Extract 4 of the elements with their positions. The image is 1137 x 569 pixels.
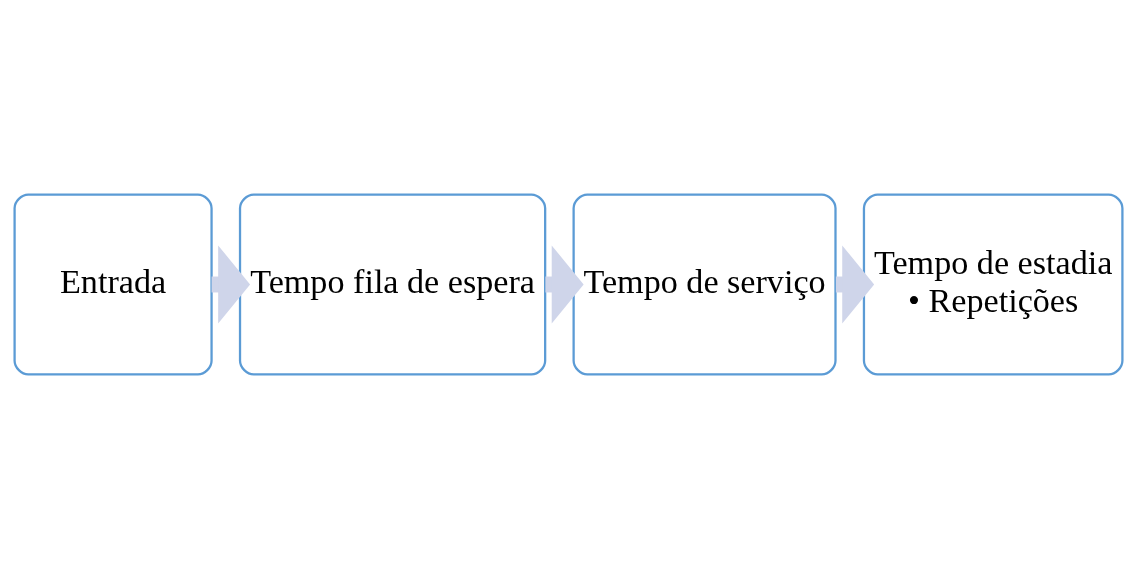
node-box: Entrada [13, 193, 213, 376]
node-box: Tempo de serviço [572, 193, 837, 376]
node-box: Tempo fila de espera [238, 193, 547, 376]
node-box: Tempo de estadia • Repetições [862, 193, 1124, 376]
